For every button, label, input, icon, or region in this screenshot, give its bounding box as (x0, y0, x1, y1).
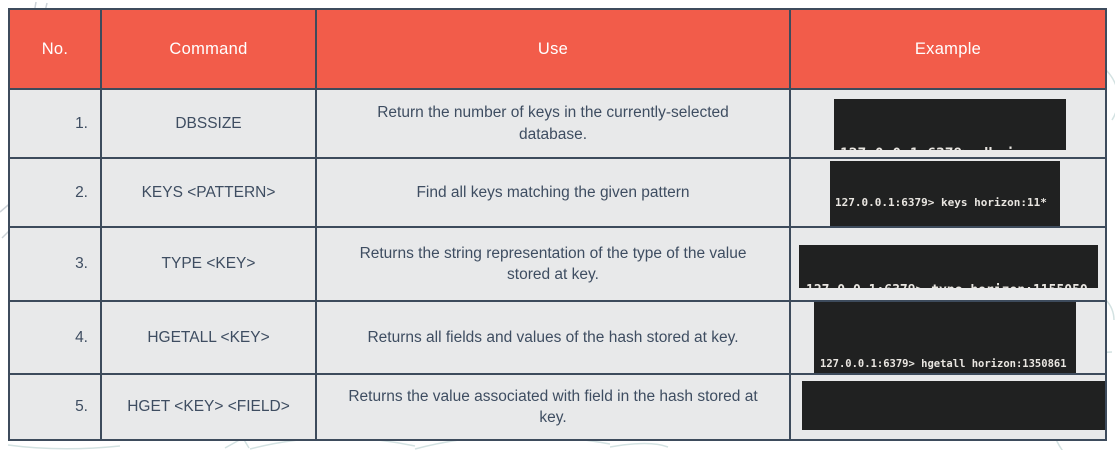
command-cell: TYPE <KEY> (100, 226, 317, 302)
example-cell: 127.0.0.1:6379> keys horizon:11* 1) "hor… (789, 157, 1107, 228)
example-cell: 127.0.0.1:6379> hgetall horizon:1350861 … (789, 300, 1107, 375)
header-no: No. (8, 8, 102, 90)
use-cell: Find all keys matching the given pattern (315, 157, 791, 228)
table-row: 2. KEYS <PATTERN> Find all keys matching… (8, 157, 1107, 228)
row-number: 5. (8, 373, 102, 441)
example-cell: 127.0.0.1:6379> dbsize (integer) 5252 (789, 88, 1107, 159)
use-cell: Returns the value associated with field … (315, 373, 791, 441)
command-cell: HGET <KEY> <FIELD> (100, 373, 317, 441)
table-row: 5. HGET <KEY> <FIELD> Returns the value … (8, 373, 1107, 441)
terminal-screenshot: 127.0.0.1:6379> dbsize (integer) 5252 (834, 99, 1066, 150)
header-use: Use (315, 8, 791, 90)
terminal-screenshot: 127.0.0.1:6379> type horizon:1155050 has… (799, 245, 1098, 288)
row-number: 1. (8, 88, 102, 159)
example-cell: 127.0.0.1:6379> hget horizon:1350861 nam… (789, 373, 1107, 441)
redis-commands-table: No. Command Use Example 1. DBSSIZE Retur… (8, 8, 1107, 441)
terminal-line: 127.0.0.1:6379> keys horizon:11* (835, 196, 1047, 209)
table-row: 4. HGETALL <KEY> Returns all fields and … (8, 300, 1107, 375)
header-example: Example (789, 8, 1107, 90)
command-cell: DBSSIZE (100, 88, 317, 159)
table-row: 1. DBSSIZE Return the number of keys in … (8, 88, 1107, 159)
use-cell: Returns all fields and values of the has… (315, 300, 791, 375)
terminal-line: 127.0.0.1:6379> hgetall horizon:1350861 (820, 358, 1067, 371)
terminal-screenshot: 127.0.0.1:6379> keys horizon:11* 1) "hor… (830, 161, 1060, 225)
command-cell: KEYS <PATTERN> (100, 157, 317, 228)
terminal-clipped-top (808, 414, 1104, 418)
terminal-screenshot: 127.0.0.1:6379> hgetall horizon:1350861 … (814, 303, 1076, 372)
header-command: Command (100, 8, 317, 90)
row-number: 2. (8, 157, 102, 228)
terminal-screenshot: 127.0.0.1:6379> hget horizon:1350861 nam… (802, 381, 1104, 430)
example-cell: 127.0.0.1:6379> type horizon:1155050 has… (789, 226, 1107, 302)
terminal-line: 127.0.0.1:6379> dbsize (840, 144, 1066, 150)
terminal-clipped-top (820, 329, 1076, 333)
use-cell: Return the number of keys in the current… (315, 88, 791, 159)
command-cell: HGETALL <KEY> (100, 300, 317, 375)
row-number: 3. (8, 226, 102, 302)
row-number: 4. (8, 300, 102, 375)
table-row: 3. TYPE <KEY> Returns the string represe… (8, 226, 1107, 302)
terminal-line: 127.0.0.1:6379> type horizon:1155050 (806, 282, 1098, 288)
header-row: No. Command Use Example (8, 8, 1107, 90)
use-cell: Returns the string representation of the… (315, 226, 791, 302)
